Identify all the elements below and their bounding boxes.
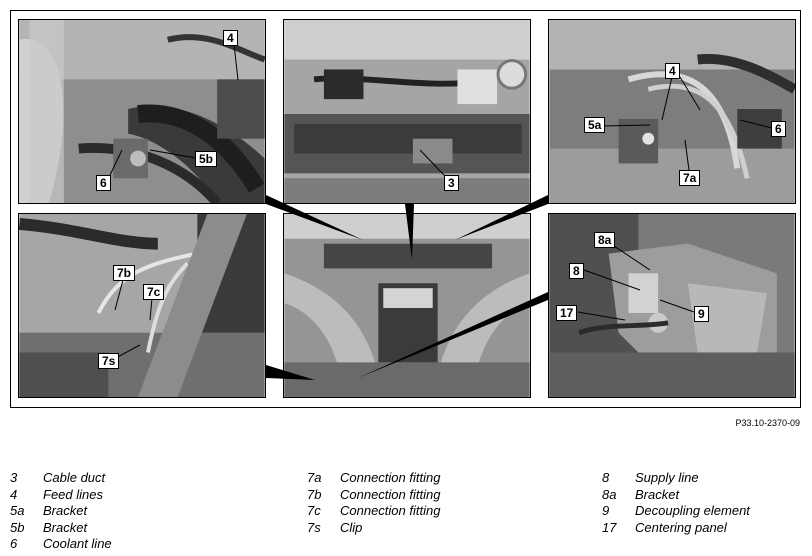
photo-panel-bottom-right [548, 213, 796, 398]
callout-6-top-right: 6 [771, 121, 786, 137]
callout-6-top-left: 6 [96, 175, 111, 191]
engine-bay-photo-top-right [549, 20, 795, 203]
photo-panel-bottom-left [18, 213, 266, 398]
callout-5a: 5a [584, 117, 606, 133]
callout-5b: 5b [195, 151, 218, 167]
callout-8a: 8a [594, 232, 616, 248]
photo-panel-top-center [283, 19, 531, 204]
underbody-photo-bottom-right [549, 214, 795, 397]
underbody-overview-photo [284, 214, 530, 397]
callout-7s: 7s [98, 353, 120, 369]
figure-reference: P33.10-2370-09 [735, 418, 800, 428]
photo-panel-bottom-center [283, 213, 531, 398]
callout-4-top-left: 4 [223, 30, 238, 46]
engine-bay-photo-top-center [284, 20, 530, 203]
callout-8: 8 [569, 263, 584, 279]
callout-7a: 7a [679, 170, 701, 186]
engine-bay-photo-top-left [19, 20, 265, 203]
underbody-photo-bottom-left [19, 214, 265, 397]
photo-panel-top-right [548, 19, 796, 204]
photo-panel-top-left [18, 19, 266, 204]
callout-7c: 7c [143, 284, 165, 300]
callout-4-top-right: 4 [665, 63, 680, 79]
callout-3: 3 [444, 175, 459, 191]
callout-7b: 7b [113, 265, 136, 281]
callout-9: 9 [694, 306, 709, 322]
callout-17: 17 [556, 305, 578, 321]
